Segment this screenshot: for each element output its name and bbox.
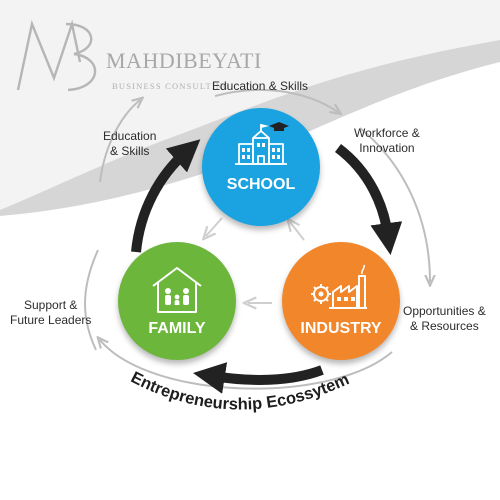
outer-arrow-right: [359, 127, 430, 282]
inner-arrow-industry-school: [290, 222, 305, 241]
main-arrow-family-school: [131, 139, 201, 253]
factory-gear-icon: [311, 264, 367, 309]
flow-label-top: Education & Skills: [212, 79, 309, 93]
house-family-icon: [152, 267, 202, 313]
industry-node: INDUSTRY: [282, 242, 400, 360]
brand-name: MAHDIBEYATI: [106, 48, 262, 73]
brand-tagline: BUSINESS CONSULTING: [112, 81, 231, 91]
mb-monogram: [16, 19, 97, 92]
outer-arrow-bottom: [100, 340, 393, 390]
flow-label-right-lower: Opportunities & & Resources: [403, 304, 486, 333]
ecosystem-caption: Entrepreneurship Ecossytem: [128, 368, 352, 413]
flow-label-left-lower: Support & Future Leaders: [10, 298, 92, 327]
outer-arrow-left-lower: [84, 249, 99, 351]
main-arrow-industry-family: [193, 362, 324, 394]
school-label: SCHOOL: [226, 176, 296, 193]
outer-arrow-left-upper: [99, 100, 140, 183]
industry-label: INDUSTRY: [300, 320, 382, 337]
school-node: SCHOOL: [202, 108, 320, 226]
school-building-icon: [235, 122, 289, 165]
brand-logo: MAHDIBEYATI BUSINESS CONSULTING: [14, 18, 261, 98]
flow-label-right-upper: Workforce & Innovation: [354, 126, 420, 155]
family-node: FAMILY: [118, 242, 236, 360]
flow-label-left-upper: Education & Skills: [103, 129, 157, 158]
main-arrow-school-industry: [334, 144, 403, 256]
outer-arrow-top: [214, 88, 338, 112]
inner-arrow-school-family: [206, 217, 223, 236]
family-label: FAMILY: [148, 320, 206, 337]
